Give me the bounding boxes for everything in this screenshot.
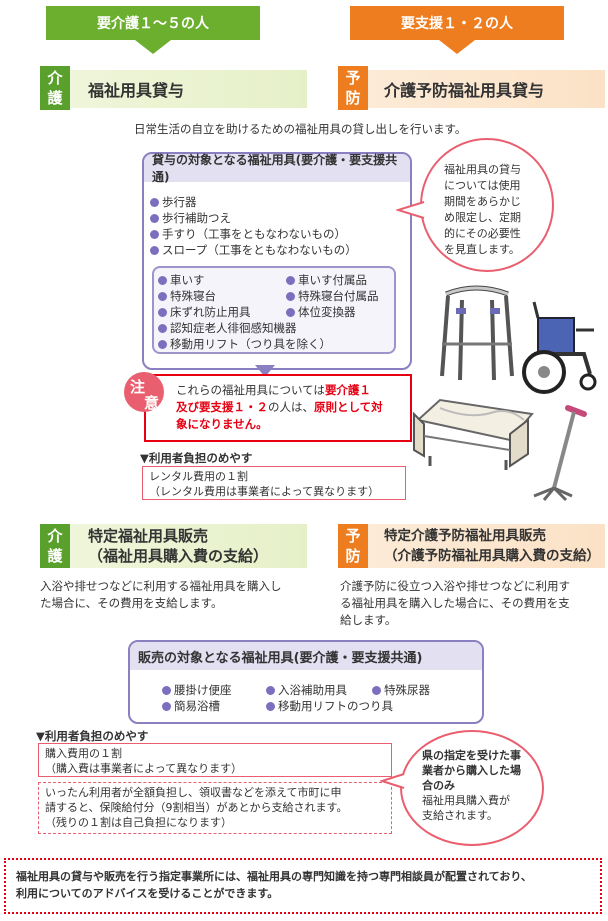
bullet-icon xyxy=(150,214,159,223)
header-prevention-rental-title: 介護予防福祉用具貸与 xyxy=(384,81,545,100)
list-item: 車いす車いす付属品 xyxy=(158,272,394,288)
header-specified-sales-title: 特定福祉用具販売 xyxy=(88,527,209,545)
prevention-sales-desc: 介護予防に役立つ入浴や排せつなどに利用す る福祉用具を購入した場合に、その費用を… xyxy=(340,579,570,627)
sales-panel-title: 販売の対象となる福祉用具(要介護・要支援共通) xyxy=(130,642,482,670)
rental-panel-title: 貸与の対象となる福祉用具(要介護・要支援共通) xyxy=(144,153,410,184)
tab-care-level-label: 要介護１〜５の人 xyxy=(97,16,209,32)
list-item: 特殊寝台特殊寝台付属品 xyxy=(158,288,394,304)
rental-cost-box: レンタル費用の１割 （レンタル費用は事業者によって異なります） xyxy=(142,466,406,500)
bubble-tail-icon xyxy=(396,201,425,219)
list-item: スロープ（工事をともなわないもの） xyxy=(150,242,357,258)
caution-box: これらの福祉用具については要介護１ 及び要支援１・２の人は、原則として対 象にな… xyxy=(144,374,412,442)
list-item: 認知症老人徘徊感知機器 xyxy=(158,320,394,336)
rental-cost-heading: ▼利用者負担のめやす xyxy=(140,451,253,465)
badge-prevention: 予 防 xyxy=(338,66,368,110)
header-prevention-sales-subtitle: （介護予防福祉用具購入費の支給） xyxy=(384,548,600,564)
list-item: 手すり（工事をともなわないもの） xyxy=(150,226,357,242)
list-item: 歩行補助つえ xyxy=(150,210,357,226)
bullet-icon xyxy=(150,246,159,255)
tab-support-level-arrow xyxy=(439,40,475,54)
badge-care-2: 介 護 xyxy=(40,524,70,568)
sales-cost-heading: ▼利用者負担のめやす xyxy=(36,729,149,743)
rental-inner-box: 車いす車いす付属品 特殊寝台特殊寝台付属品 床ずれ防止用具体位変換器 認知症老人… xyxy=(152,266,396,354)
rental-intro: 日常生活の自立を助けるための福祉用具の貸し出しを行います。 xyxy=(134,122,467,136)
specified-sales-desc: 入浴や排せつなどに利用する福祉用具を購入し た場合に、その費用を支給します。 xyxy=(40,579,282,610)
sales-note-bubble: 県の指定を受けた事 業者から購入した場 合のみ 福祉用具購入費が 支給されます。 xyxy=(400,730,544,846)
rental-items-panel: 貸与の対象となる福祉用具(要介護・要支援共通) 歩行器 歩行補助つえ 手すり（工… xyxy=(142,152,412,370)
list-item: 簡易浴槽移動用リフトのつり具 xyxy=(162,698,430,714)
wheelchair-icon xyxy=(522,301,597,394)
tab-care-level-arrow xyxy=(135,40,171,54)
cane-icon xyxy=(533,405,587,502)
tab-support-level: 要支援１・２の人 xyxy=(350,6,564,40)
caution-badge: 注 意 xyxy=(124,372,164,412)
list-item: 腰掛け便座入浴補助用具特殊尿器 xyxy=(162,682,430,698)
tab-care-level: 要介護１〜５の人 xyxy=(46,6,260,40)
footer-note: 福祉用具の貸与や販売を行う指定事業所には、福祉用具の専門知識を持つ専門相談員が配… xyxy=(4,858,602,914)
badge-care: 介 護 xyxy=(40,66,70,110)
header-specified-sales-subtitle: （福祉用具購入費の支給） xyxy=(88,547,269,565)
sales-reimburse-note: いったん利用者が全額負担し、領収書などを添えて市町に申 請すると、保険給付分（9… xyxy=(38,782,392,834)
walker-icon xyxy=(440,285,514,381)
badge-prevention-2: 予 防 xyxy=(338,524,368,568)
header-specified-sales: 特定福祉用具販売 （福祉用具購入費の支給） xyxy=(42,524,307,568)
header-prevention-sales-title: 特定介護予防福祉用具販売 xyxy=(384,528,546,544)
list-item: 床ずれ防止用具体位変換器 xyxy=(158,304,394,320)
sales-bubble-tail-icon xyxy=(380,773,405,789)
sales-cost-box: 購入費用の１割 （購入費は事業者によって異なります） xyxy=(38,743,392,777)
sales-items-panel: 販売の対象となる福祉用具(要介護・要支援共通) 腰掛け便座入浴補助用具特殊尿器 … xyxy=(128,640,484,724)
rental-note-bubble: 福祉用具の貸与 については使用 期間をあらかじ め限定し、定期 的にその必要性 … xyxy=(420,138,554,272)
header-welfare-rental: 福祉用具貸与 xyxy=(42,70,307,108)
tab-support-level-label: 要支援１・２の人 xyxy=(401,16,513,32)
bullet-icon xyxy=(150,198,159,207)
rental-item-list: 歩行器 歩行補助つえ 手すり（工事をともなわないもの） スロープ（工事をともなわ… xyxy=(150,194,357,258)
special-bed-icon xyxy=(413,398,534,470)
header-prevention-sales: 特定介護予防福祉用具販売 （介護予防福祉用具購入費の支給） xyxy=(340,524,605,568)
header-prevention-rental: 介護予防福祉用具貸与 xyxy=(340,70,605,108)
list-item: 移動用リフト（つり具を除く） xyxy=(158,336,394,352)
bullet-icon xyxy=(150,230,159,239)
header-welfare-rental-title: 福祉用具貸与 xyxy=(88,81,185,100)
list-item: 歩行器 xyxy=(150,194,357,210)
